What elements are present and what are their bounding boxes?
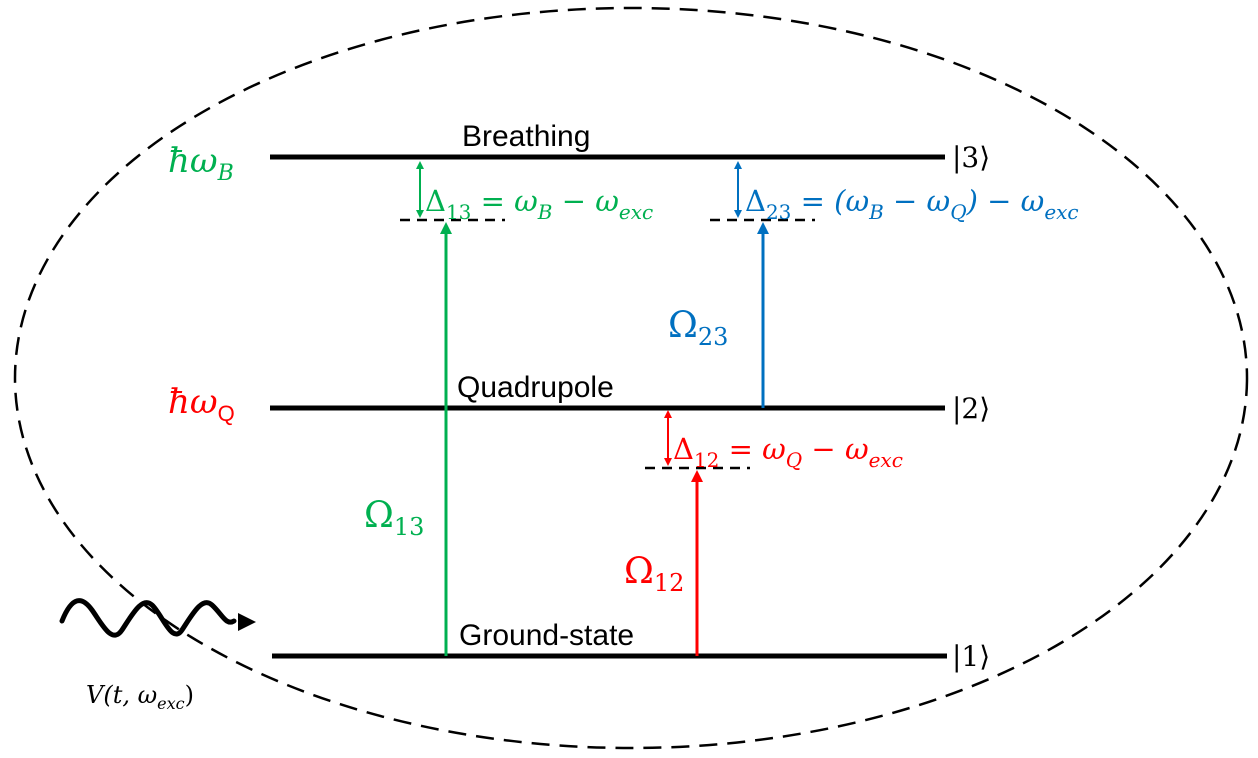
energy-quadrupole-label: ħωQ	[168, 382, 235, 426]
ket-1: |1⟩	[952, 640, 990, 673]
drive-label: V(t, ωexc)	[86, 681, 194, 713]
system-boundary-ellipse	[13, 6, 1249, 750]
omega12-label: Ω12	[624, 551, 684, 597]
level-1-name: Ground-state	[459, 619, 634, 652]
eq-part: Δ	[745, 184, 766, 218]
omega-symbol: Ω	[364, 495, 394, 536]
eq-part: Q	[950, 200, 966, 224]
eq-part: − ω	[553, 184, 619, 218]
ket-2: |2⟩	[952, 392, 990, 425]
omega-subscript: 12	[654, 569, 685, 597]
drive-arrowhead-icon	[238, 613, 256, 631]
delta12-equation: Δ12 = ωQ − ωexc	[673, 432, 903, 472]
omega-subscript: 23	[698, 323, 729, 351]
eq-part: exc	[619, 200, 653, 224]
omega-symbol: Ω	[624, 551, 654, 592]
energy-symbol: ħω	[168, 382, 218, 422]
eq-part: B	[868, 200, 884, 224]
eq-part: exc	[1044, 200, 1078, 224]
eq-part: = (ω	[791, 184, 869, 218]
energy-symbol: ħω	[168, 141, 218, 181]
eq-part: B	[537, 200, 553, 224]
drive-part: )	[185, 681, 194, 709]
drive-wave-icon	[59, 598, 237, 638]
eq-part: 12	[694, 448, 719, 472]
level-2-name: Quadrupole	[457, 371, 614, 404]
eq-part: 13	[446, 200, 471, 224]
delta23-equation: Δ23 = (ωB − ωQ) − ωexc	[745, 184, 1079, 224]
omega13-label: Ω13	[364, 495, 424, 541]
eq-part: = ω	[471, 184, 537, 218]
energy-breathing-label: ħωB	[168, 141, 234, 186]
omega-subscript: 13	[394, 513, 425, 541]
ket-3: |3⟩	[952, 141, 990, 174]
drive-part: exc	[157, 694, 184, 713]
drive-part: V(t, ω	[86, 681, 157, 709]
eq-part: − ω	[802, 432, 868, 466]
eq-part: − ω	[884, 184, 950, 218]
energy-subscript: Q	[218, 401, 235, 426]
omega23-label: Ω23	[668, 305, 728, 351]
eq-part: = ω	[719, 432, 785, 466]
eq-part: exc	[869, 448, 903, 472]
eq-part: Δ	[673, 432, 694, 466]
delta13-equation: Δ13 = ωB − ωexc	[425, 184, 653, 224]
eq-part: ) − ω	[966, 184, 1045, 218]
energy-subscript: B	[217, 161, 234, 186]
level-3-name: Breathing	[462, 120, 590, 153]
eq-part: Δ	[425, 184, 446, 218]
omega-symbol: Ω	[668, 305, 698, 346]
eq-part: Q	[786, 448, 802, 472]
eq-part: 23	[766, 200, 791, 224]
